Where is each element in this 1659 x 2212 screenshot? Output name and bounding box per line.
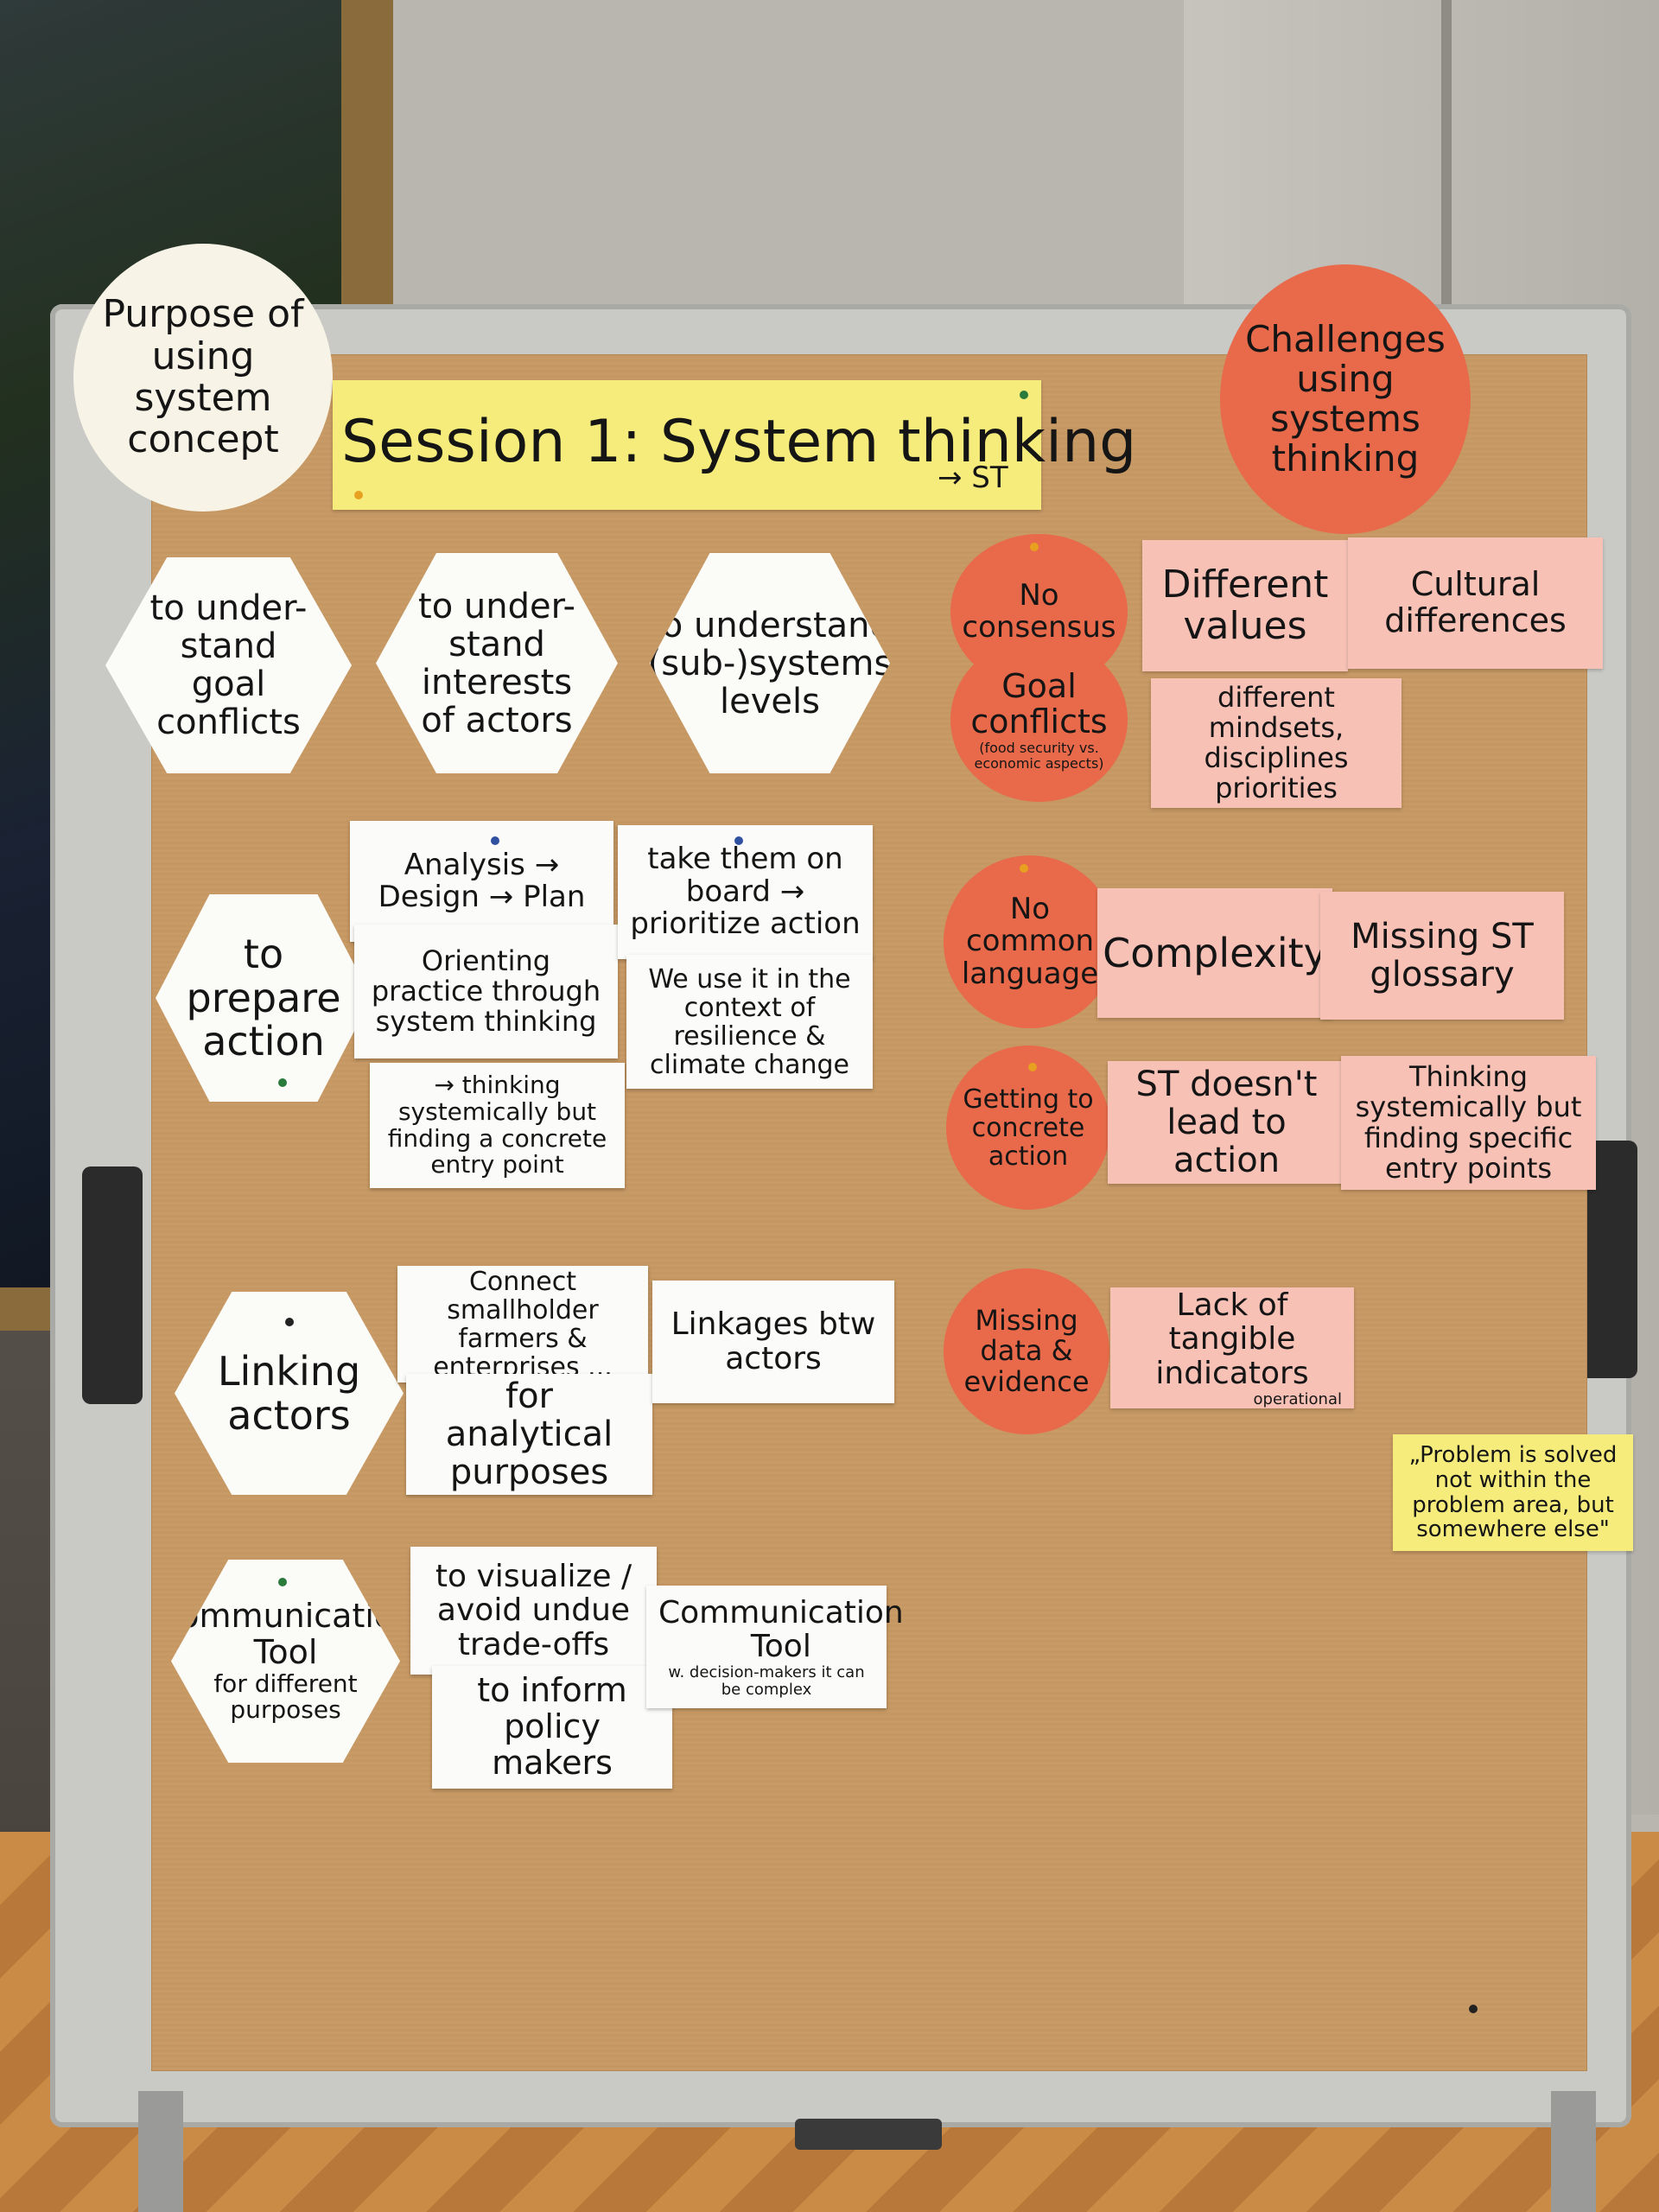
session-title-card: Session 1: System thinking → ST — [333, 380, 1136, 510]
challenge-text: Goal conflicts — [970, 666, 1108, 741]
card-visualize-tradeoffs: to visualize / avoid undue trade-offs — [410, 1547, 657, 1675]
pin — [491, 836, 499, 845]
card-text: Lack of tangible indicators — [1155, 1287, 1309, 1391]
card-analysis-design-plan: Analysis → Design → Plan — [350, 821, 613, 942]
challenge-subtext: (food security vs. economic aspects) — [974, 740, 1104, 772]
challenge-getting-to-action: Getting to concrete action — [946, 1046, 1110, 1210]
card-specific-entry-points: Thinking systemically but finding specif… — [1341, 1056, 1596, 1190]
card-concrete-entry-point: → thinking systemically but finding a co… — [370, 1063, 625, 1188]
purpose-hex-text: to prepare action — [186, 931, 341, 1065]
card-text: different mindsets, disciplines prioriti… — [1204, 680, 1349, 805]
pin — [734, 836, 743, 845]
card-note: w. decision-makers it can be complex — [668, 1662, 865, 1699]
card-text: Complexity — [1103, 929, 1327, 976]
card-resilience-climate: We use it in the context of resilience &… — [626, 955, 873, 1089]
challenge-missing-data: Missing data & evidence — [944, 1268, 1109, 1434]
card-text: We use it in the context of resilience &… — [648, 963, 851, 1080]
challenge-text: No common language — [961, 891, 1099, 991]
board-leg-right — [1551, 2091, 1596, 2212]
pin — [1028, 1063, 1037, 1071]
pin — [285, 1318, 294, 1326]
board-clip-left — [82, 1166, 143, 1404]
pin — [354, 491, 363, 499]
pin — [1020, 391, 1028, 399]
challenges-header-text: Challenges using systems thinking — [1245, 317, 1446, 480]
challenge-text: No consensus — [962, 577, 1116, 645]
card-different-values: Different values — [1142, 540, 1348, 671]
card-linkages-actors: Linkages btw actors — [652, 1281, 894, 1403]
purpose-header-circle: Purpose of using system concept — [73, 244, 333, 512]
card-text: Thinking systemically but finding specif… — [1355, 1060, 1582, 1185]
card-text: for analytical purposes — [445, 1376, 613, 1492]
quote-text: „Problem is solved not within the proble… — [1408, 1442, 1618, 1543]
card-note: operational — [1253, 1389, 1342, 1408]
pin — [1030, 543, 1039, 551]
pin — [278, 1578, 287, 1586]
challenges-header-circle: Challenges using systems thinking — [1220, 264, 1471, 534]
pin — [1469, 2005, 1478, 2013]
purpose-hex-goal-conflicts: to under-stand goal conflicts — [105, 557, 352, 773]
pin — [1020, 864, 1028, 873]
card-text: Orienting practice through system thinki… — [371, 944, 601, 1039]
challenge-text: Getting to concrete action — [963, 1084, 1094, 1172]
card-text: ST doesn't lead to action — [1135, 1065, 1318, 1180]
card-lack-tangible-indicators: Lack of tangible indicators operational — [1110, 1287, 1354, 1408]
card-connect-smallholders: Connect smallholder farmers & enterprise… — [397, 1266, 648, 1382]
card-text: Analysis → Design → Plan — [378, 847, 586, 914]
board-handle — [795, 2119, 942, 2150]
card-text: Cultural differences — [1384, 565, 1567, 639]
challenge-goal-conflicts: Goal conflicts (food security vs. econom… — [950, 638, 1128, 802]
purpose-hex-text: Communication Tool — [156, 1596, 416, 1671]
card-complexity: Complexity — [1097, 888, 1332, 1018]
card-analytical-purposes: for analytical purposes — [406, 1374, 652, 1495]
card-text: to inform policy makers — [477, 1671, 627, 1782]
card-text: Different values — [1161, 562, 1329, 648]
card-text: take them on board → prioritize action — [630, 842, 861, 942]
purpose-header-text: Purpose of using system concept — [102, 292, 304, 462]
card-orienting-practice: Orienting practice through system thinki… — [354, 925, 618, 1058]
session-title: Session 1: System thinking — [341, 408, 1137, 476]
card-different-mindsets: different mindsets, disciplines prioriti… — [1151, 678, 1402, 808]
card-text: Connect smallholder farmers & enterprise… — [433, 1266, 613, 1382]
card-text: Missing ST glossary — [1351, 917, 1534, 995]
pin — [278, 1078, 287, 1087]
challenge-no-common-language: No common language — [944, 855, 1116, 1028]
card-cultural-differences: Cultural differences — [1348, 537, 1603, 669]
door-edge — [1441, 0, 1452, 311]
purpose-hex-subtext: for different purposes — [213, 1669, 358, 1725]
quote-card: „Problem is solved not within the proble… — [1393, 1434, 1633, 1551]
purpose-hex-text: to under-stand interests of actors — [418, 586, 575, 741]
card-st-doesnt-lead: ST doesn't lead to action — [1108, 1061, 1345, 1184]
card-take-on-board: take them on board → prioritize action — [618, 825, 873, 959]
session-abbrev: → ST — [938, 461, 1008, 495]
purpose-hex-text: to under-stand goal conflicts — [149, 588, 308, 742]
purpose-hex-text: to understand (sub-)systems levels — [647, 605, 893, 721]
card-missing-glossary: Missing ST glossary — [1320, 892, 1564, 1020]
board-leg-left — [138, 2091, 183, 2212]
card-text: to visualize / avoid undue trade-offs — [435, 1558, 632, 1662]
card-communication-tool: Communication Tool w. decision-makers it… — [646, 1586, 904, 1708]
card-inform-policy-makers: to inform policy makers — [432, 1666, 672, 1789]
purpose-hex-text: Linking actors — [217, 1347, 361, 1439]
challenge-text: Missing data & evidence — [963, 1304, 1090, 1398]
card-text: → thinking systemically but finding a co… — [387, 1070, 607, 1179]
card-text: Communication Tool — [658, 1594, 904, 1665]
card-text: Linkages btw actors — [671, 1306, 876, 1376]
